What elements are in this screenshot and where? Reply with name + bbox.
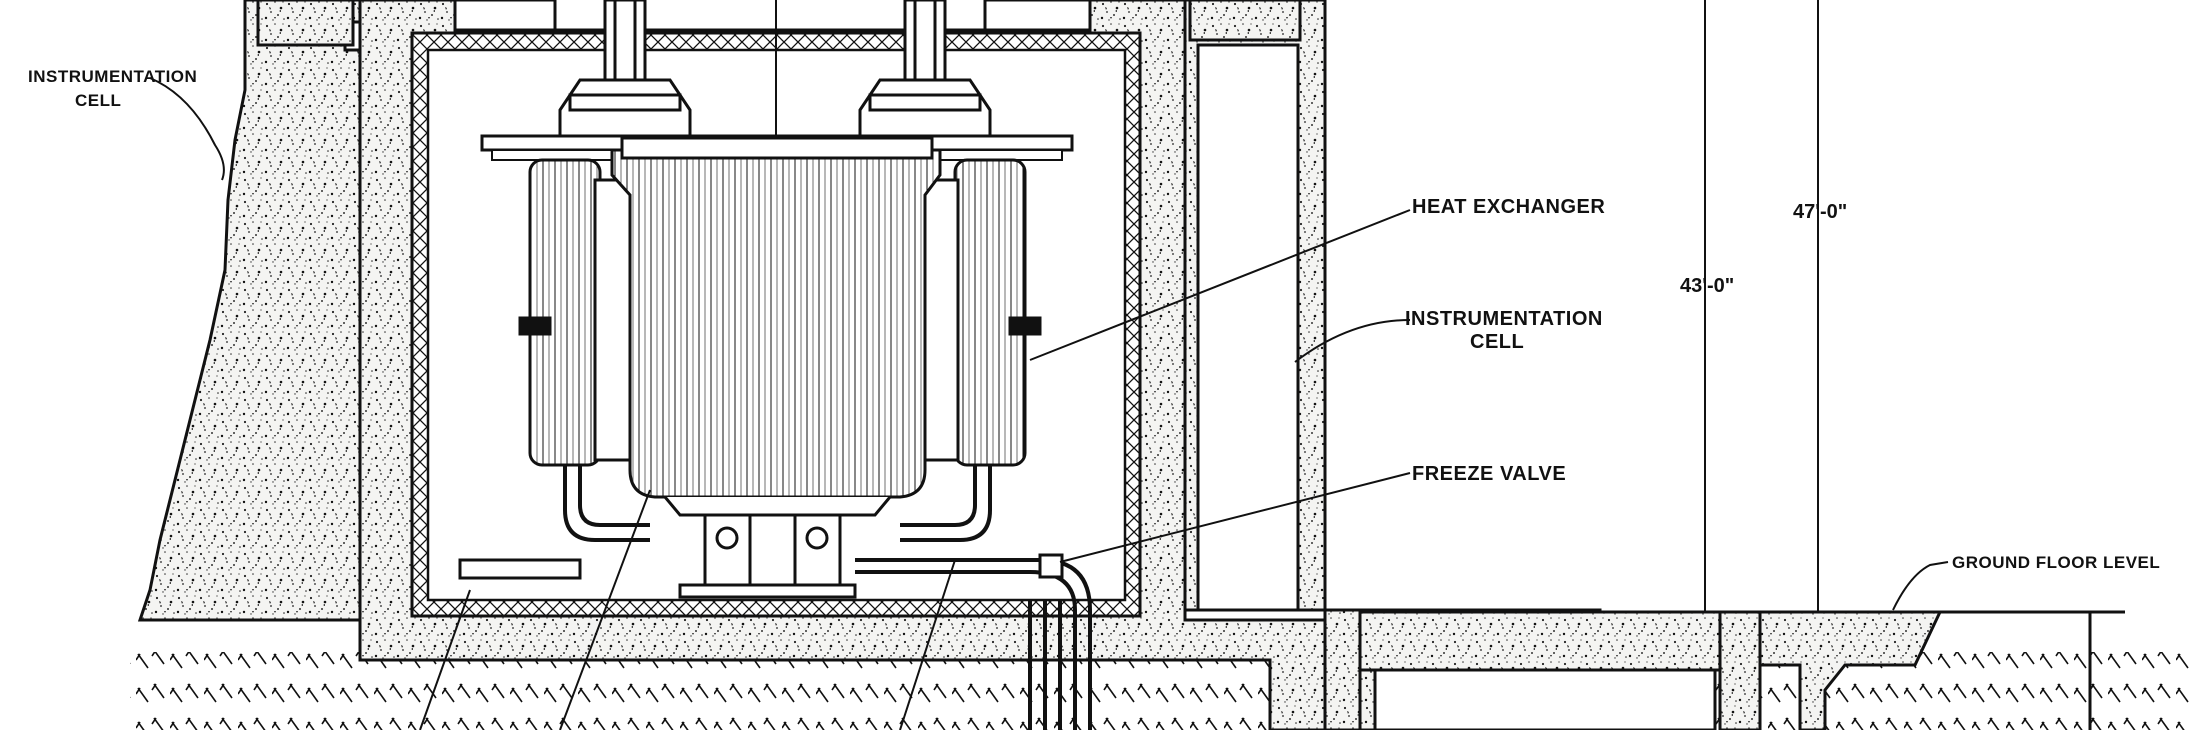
heat-exchanger-right xyxy=(900,158,1042,542)
pit-opening xyxy=(1373,668,1717,730)
label-instrumentation-cell-right-line1: INSTRUMENTATION xyxy=(1405,308,1603,330)
label-ground-floor-level: GROUND FLOOR LEVEL xyxy=(1952,553,2160,572)
drain-piping xyxy=(678,513,1092,730)
reactor-vessel xyxy=(610,136,942,517)
pump-stack-right xyxy=(858,0,992,152)
label-instrumentation-cell-right-line2: CELL xyxy=(1470,331,1524,353)
dimension-inner-height: 43'-0" xyxy=(1680,275,1734,297)
right-wall-cap xyxy=(1188,0,1302,42)
dimension-lines xyxy=(1690,0,1830,613)
leader-lines xyxy=(149,77,1949,730)
label-instrumentation-cell-left-line2: CELL xyxy=(75,91,121,110)
ground-floor-slab xyxy=(1758,610,1943,730)
left-wall-cap xyxy=(256,0,355,47)
pit-wall-left xyxy=(1323,608,1362,730)
dimension-outer-height: 47'-0" xyxy=(1793,201,1847,223)
top-plug-right xyxy=(983,0,1092,32)
pit-slab xyxy=(1358,610,1722,672)
pit-wall-right xyxy=(1718,610,1762,730)
top-plug-left xyxy=(453,0,557,32)
label-instrumentation-cell-left-line1: INSTRUMENTATION xyxy=(28,67,197,86)
bottom-platform xyxy=(458,558,582,580)
label-freeze-valve: FREEZE VALVE xyxy=(1412,463,1566,485)
right-instrumentation-cell-cavity xyxy=(1196,43,1300,612)
label-heat-exchanger: HEAT EXCHANGER xyxy=(1412,196,1605,218)
heat-exchanger-left xyxy=(518,158,650,542)
